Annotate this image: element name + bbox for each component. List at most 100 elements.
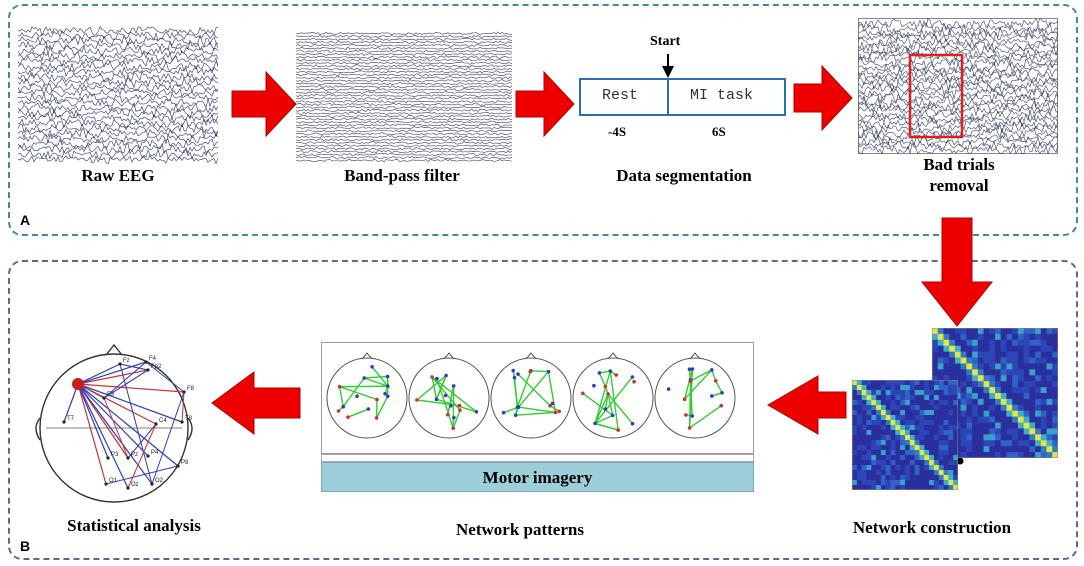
matrix-cell [885,420,891,426]
matrix-cell [972,345,979,353]
matrix-cell [983,339,990,347]
matrix-cell [924,420,930,426]
matrix-cell [919,405,925,411]
matrix-cell [1023,351,1030,358]
electrode-label: C4 [159,418,167,424]
matrix-cell [933,485,940,490]
matrix-cell [1029,428,1036,435]
matrix-cell [1000,381,1007,388]
matrix-cell [943,465,949,471]
matrix-cell [932,369,939,376]
matrix-cell [966,452,973,458]
eeg-trace [858,43,1058,58]
stat-edge [77,383,107,485]
matrix-cell [929,405,935,411]
matrix-cell [876,405,882,411]
matrix-cell [914,400,920,406]
matrix-cell [885,465,891,471]
matrix-cell [852,390,858,396]
matrix-cell [1012,345,1019,353]
matrix-cell [983,387,990,394]
matrix-cell [880,470,887,476]
eeg-trace [858,100,1058,113]
matrix-cell [900,425,906,431]
matrix-cell [929,430,935,436]
matrix-cell [948,485,954,490]
matrix-cell [1023,416,1030,423]
matrix-cell [1017,345,1025,353]
eeg-trace [296,105,512,110]
electrode-label: Oz [131,482,139,488]
raw-eeg-caption: Raw EEG [81,166,155,185]
matrix-cell [876,440,882,446]
matrix-cell [929,415,935,421]
matrix-cell [852,400,858,406]
matrix-cell [989,416,996,423]
eeg-trace [858,142,1058,154]
matrix-cell [890,425,896,431]
matrix-cell [953,430,958,436]
network-node [457,403,462,408]
matrix-cell [914,460,920,466]
matrix-cell [924,435,930,441]
matrix-cell [1035,422,1042,429]
matrix-cell [1029,328,1036,335]
matrix-cell [932,328,939,335]
matrix-cell [943,400,949,406]
matrix-cell [866,435,872,441]
matrix-cell [914,455,920,461]
matrix-cell [989,434,996,441]
matrix-cell [876,475,882,481]
matrix-cell [972,393,979,400]
matrix-cell [871,380,877,386]
matrix-cell [1012,387,1019,394]
matrix-cell [929,400,935,406]
matrix-cell [1012,452,1019,458]
network-node [370,365,374,369]
head-nose [607,352,619,360]
matrix-cell [1052,357,1058,364]
band-pass-eeg-image [296,31,512,163]
matrix-cell [1029,393,1036,400]
matrix-cell [909,485,916,490]
matrix-cell [1052,452,1058,458]
matrix-cell [1017,351,1025,358]
matrix-cell [1035,434,1042,441]
matrix-cell [924,465,930,471]
matrix-cell [905,480,911,486]
matrix-cell [880,480,887,486]
matrix-cell [880,415,887,421]
matrix-cell [972,369,979,376]
matrix-cell [977,357,984,364]
matrix-cell [949,351,956,358]
matrix-cell [1052,393,1058,400]
matrix-cell [977,363,984,370]
matrix-cell [885,460,891,466]
matrix-cell [983,333,990,341]
matrix-cell [954,328,962,335]
matrix-cell [1052,387,1058,394]
matrix-cell [909,425,916,431]
matrix-cell [1023,328,1030,335]
electrode-label: Fz [123,358,130,364]
matrix-cell [929,385,935,391]
matrix-cell [876,420,882,426]
eeg-trace [18,26,218,37]
matrix-cell [914,475,920,481]
eeg-trace [296,34,512,39]
matrix-cell [983,398,990,406]
network-edge [594,393,609,424]
stat-edge [103,397,129,459]
matrix-cell [1017,363,1025,370]
matrix-cell [977,422,984,429]
matrix-cell [1012,393,1019,400]
matrix-cell [1023,446,1030,453]
matrix-cell [871,475,877,481]
matrix-cell [929,470,935,476]
matrix-cell [989,328,996,335]
matrix-cell [977,328,984,335]
matrix-cell [989,398,996,406]
matrix-cell [1040,393,1047,400]
raw-eeg-image [18,26,218,164]
eeg-trace [296,37,512,42]
